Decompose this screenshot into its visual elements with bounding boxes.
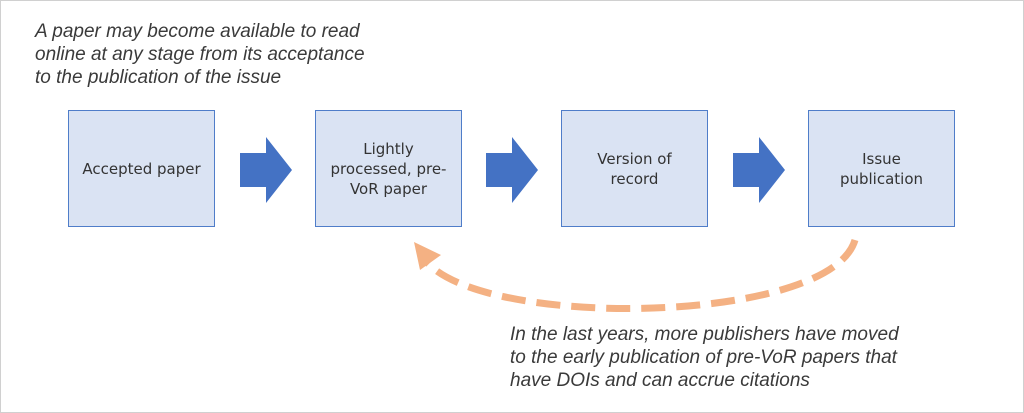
flow-arrow-shape bbox=[486, 137, 538, 203]
top-annotation-line: A paper may become available to read bbox=[35, 21, 360, 42]
flow-arrow-shape bbox=[733, 137, 785, 203]
bottom-annotation-line: to the early publication of pre-VoR pape… bbox=[510, 347, 897, 368]
bottom-annotation-line: have DOIs and can accrue citations bbox=[510, 370, 810, 391]
flow-arrow-icon bbox=[486, 137, 538, 203]
stage-label: Lightly bbox=[363, 139, 414, 158]
flow-arrow-icon bbox=[733, 137, 785, 203]
stage-pre-vor-paper: Lightly processed, pre- VoR paper bbox=[315, 110, 462, 227]
top-annotation-line: to the publication of the issue bbox=[35, 67, 282, 88]
stage-label: Accepted paper bbox=[82, 159, 201, 178]
top-annotation-line: online at any stage from its acceptance bbox=[35, 44, 365, 65]
return-arrow-head bbox=[414, 242, 441, 270]
bottom-annotation-line: In the last years, more publishers have … bbox=[510, 324, 899, 345]
stage-issue-publication: Issue publication bbox=[808, 110, 955, 227]
return-arrow-curve bbox=[422, 238, 859, 312]
stage-label: Version of bbox=[597, 149, 672, 168]
stage-label: publication bbox=[839, 169, 924, 188]
flow-arrow-icon bbox=[240, 137, 292, 203]
stage-label: Issue bbox=[862, 149, 901, 168]
stage-label: VoR paper bbox=[349, 179, 428, 198]
flow-arrow-shape bbox=[240, 137, 292, 203]
bottom-annotation: In the last years, more publishers have … bbox=[510, 323, 970, 392]
stage-label: processed, pre- bbox=[330, 159, 447, 178]
stage-accepted-paper: Accepted paper bbox=[68, 110, 215, 227]
stage-version-of-record: Version of record bbox=[561, 110, 708, 227]
top-annotation: A paper may become available to read onl… bbox=[35, 20, 455, 89]
stage-label: record bbox=[610, 169, 659, 188]
